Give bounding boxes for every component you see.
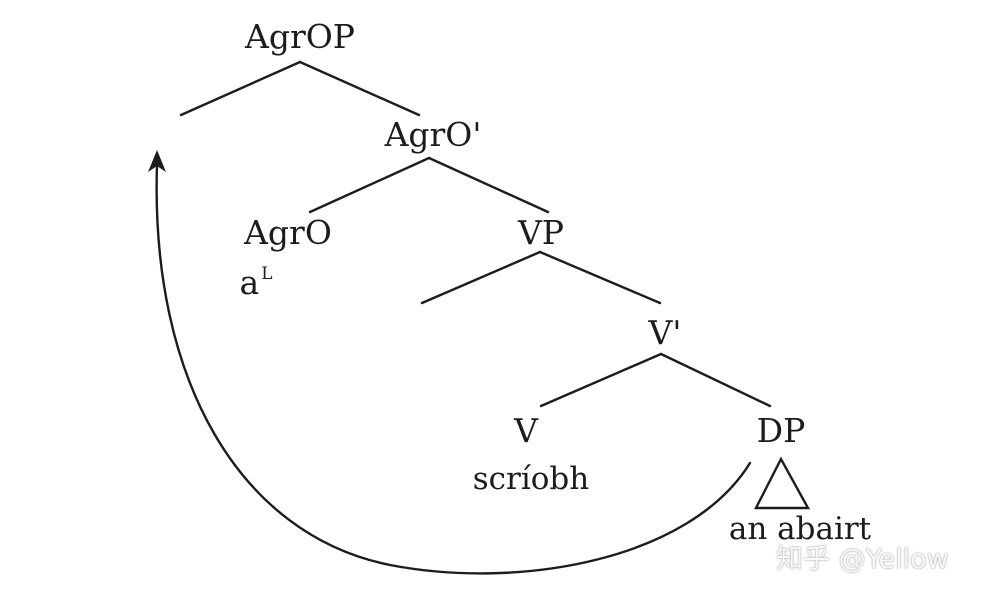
branch-agrobar-vp bbox=[427, 156, 550, 214]
node-agro-bar: AgrO' bbox=[384, 115, 482, 154]
branch-agrop-agrobar bbox=[298, 60, 421, 117]
leaf-dp-word: an abairt bbox=[728, 511, 872, 547]
node-vp: VP bbox=[517, 213, 565, 252]
leaf-v-word: scríobh bbox=[472, 461, 590, 497]
branch-vp-spec bbox=[420, 250, 542, 305]
node-v-bar: V' bbox=[648, 313, 682, 352]
branch-vbar-dp bbox=[659, 352, 772, 408]
agro-word-superscript: L bbox=[261, 264, 273, 284]
branch-vbar-v bbox=[539, 352, 663, 408]
branch-vp-vbar bbox=[538, 250, 662, 305]
node-agro: AgrO bbox=[244, 213, 332, 252]
agro-word-text: a bbox=[239, 263, 260, 302]
branch-agrobar-agro bbox=[308, 156, 431, 214]
watermark: 知乎 @Yellow bbox=[776, 544, 949, 575]
node-v: V bbox=[514, 411, 538, 450]
node-dp: DP bbox=[756, 411, 806, 450]
branch-agrop-spec bbox=[179, 60, 302, 117]
arrowhead-icon bbox=[148, 150, 166, 172]
movement-arrow-path bbox=[155, 163, 752, 575]
dp-triangle bbox=[754, 456, 811, 510]
node-agrop: AgrOP bbox=[245, 17, 355, 56]
